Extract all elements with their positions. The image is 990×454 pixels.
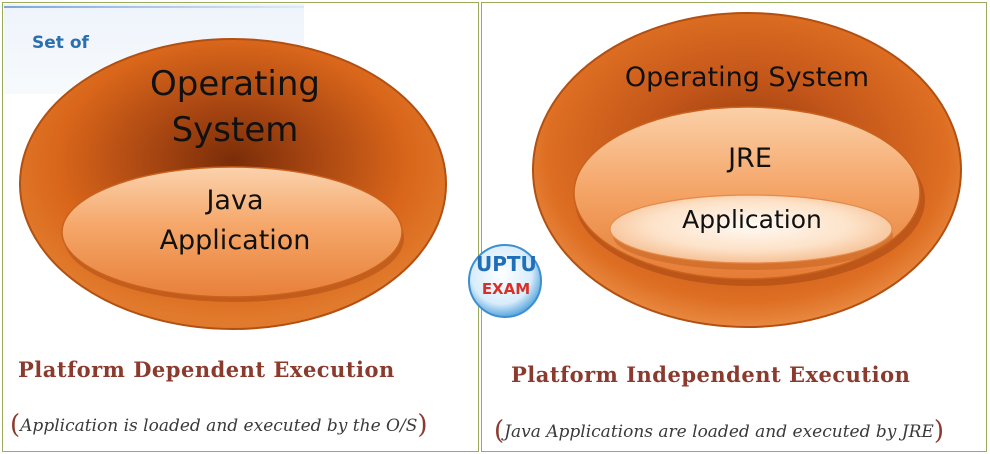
logo-badge bbox=[468, 244, 542, 318]
left-caption-open-paren: ( bbox=[10, 410, 21, 440]
left-inner-label-line1: Java bbox=[206, 185, 264, 216]
left-caption: (Application is loaded and executed by t… bbox=[10, 410, 428, 440]
left-caption-text: Application is loaded and executed by th… bbox=[20, 416, 418, 436]
right-caption-close-paren: ) bbox=[933, 416, 944, 446]
right-caption-text: Java Applications are loaded and execute… bbox=[504, 422, 934, 442]
left-caption-close-paren: ) bbox=[417, 410, 428, 440]
left-inner-label-line2: Application bbox=[159, 225, 311, 256]
logo-line1: UPTU bbox=[476, 252, 537, 276]
logo-line2: EXAM bbox=[481, 280, 531, 298]
header-title: Set of bbox=[32, 33, 89, 53]
right-inner-label: Application bbox=[682, 205, 822, 234]
header-rule bbox=[4, 6, 304, 8]
right-caption: (Java Applications are loaded and execut… bbox=[494, 416, 944, 446]
right-inner-ellipse bbox=[609, 194, 893, 264]
right-outer-label: Operating System bbox=[624, 62, 870, 93]
right-caption-open-paren: ( bbox=[494, 416, 505, 446]
right-title: Platform Independent Execution bbox=[511, 362, 911, 387]
left-title: Platform Dependent Execution bbox=[18, 357, 395, 382]
left-outer-label-line2: System bbox=[171, 110, 299, 150]
left-outer-label-line1: Operating bbox=[150, 64, 320, 104]
right-middle-label: JRE bbox=[728, 143, 772, 174]
left-inner-ellipse bbox=[61, 166, 403, 298]
